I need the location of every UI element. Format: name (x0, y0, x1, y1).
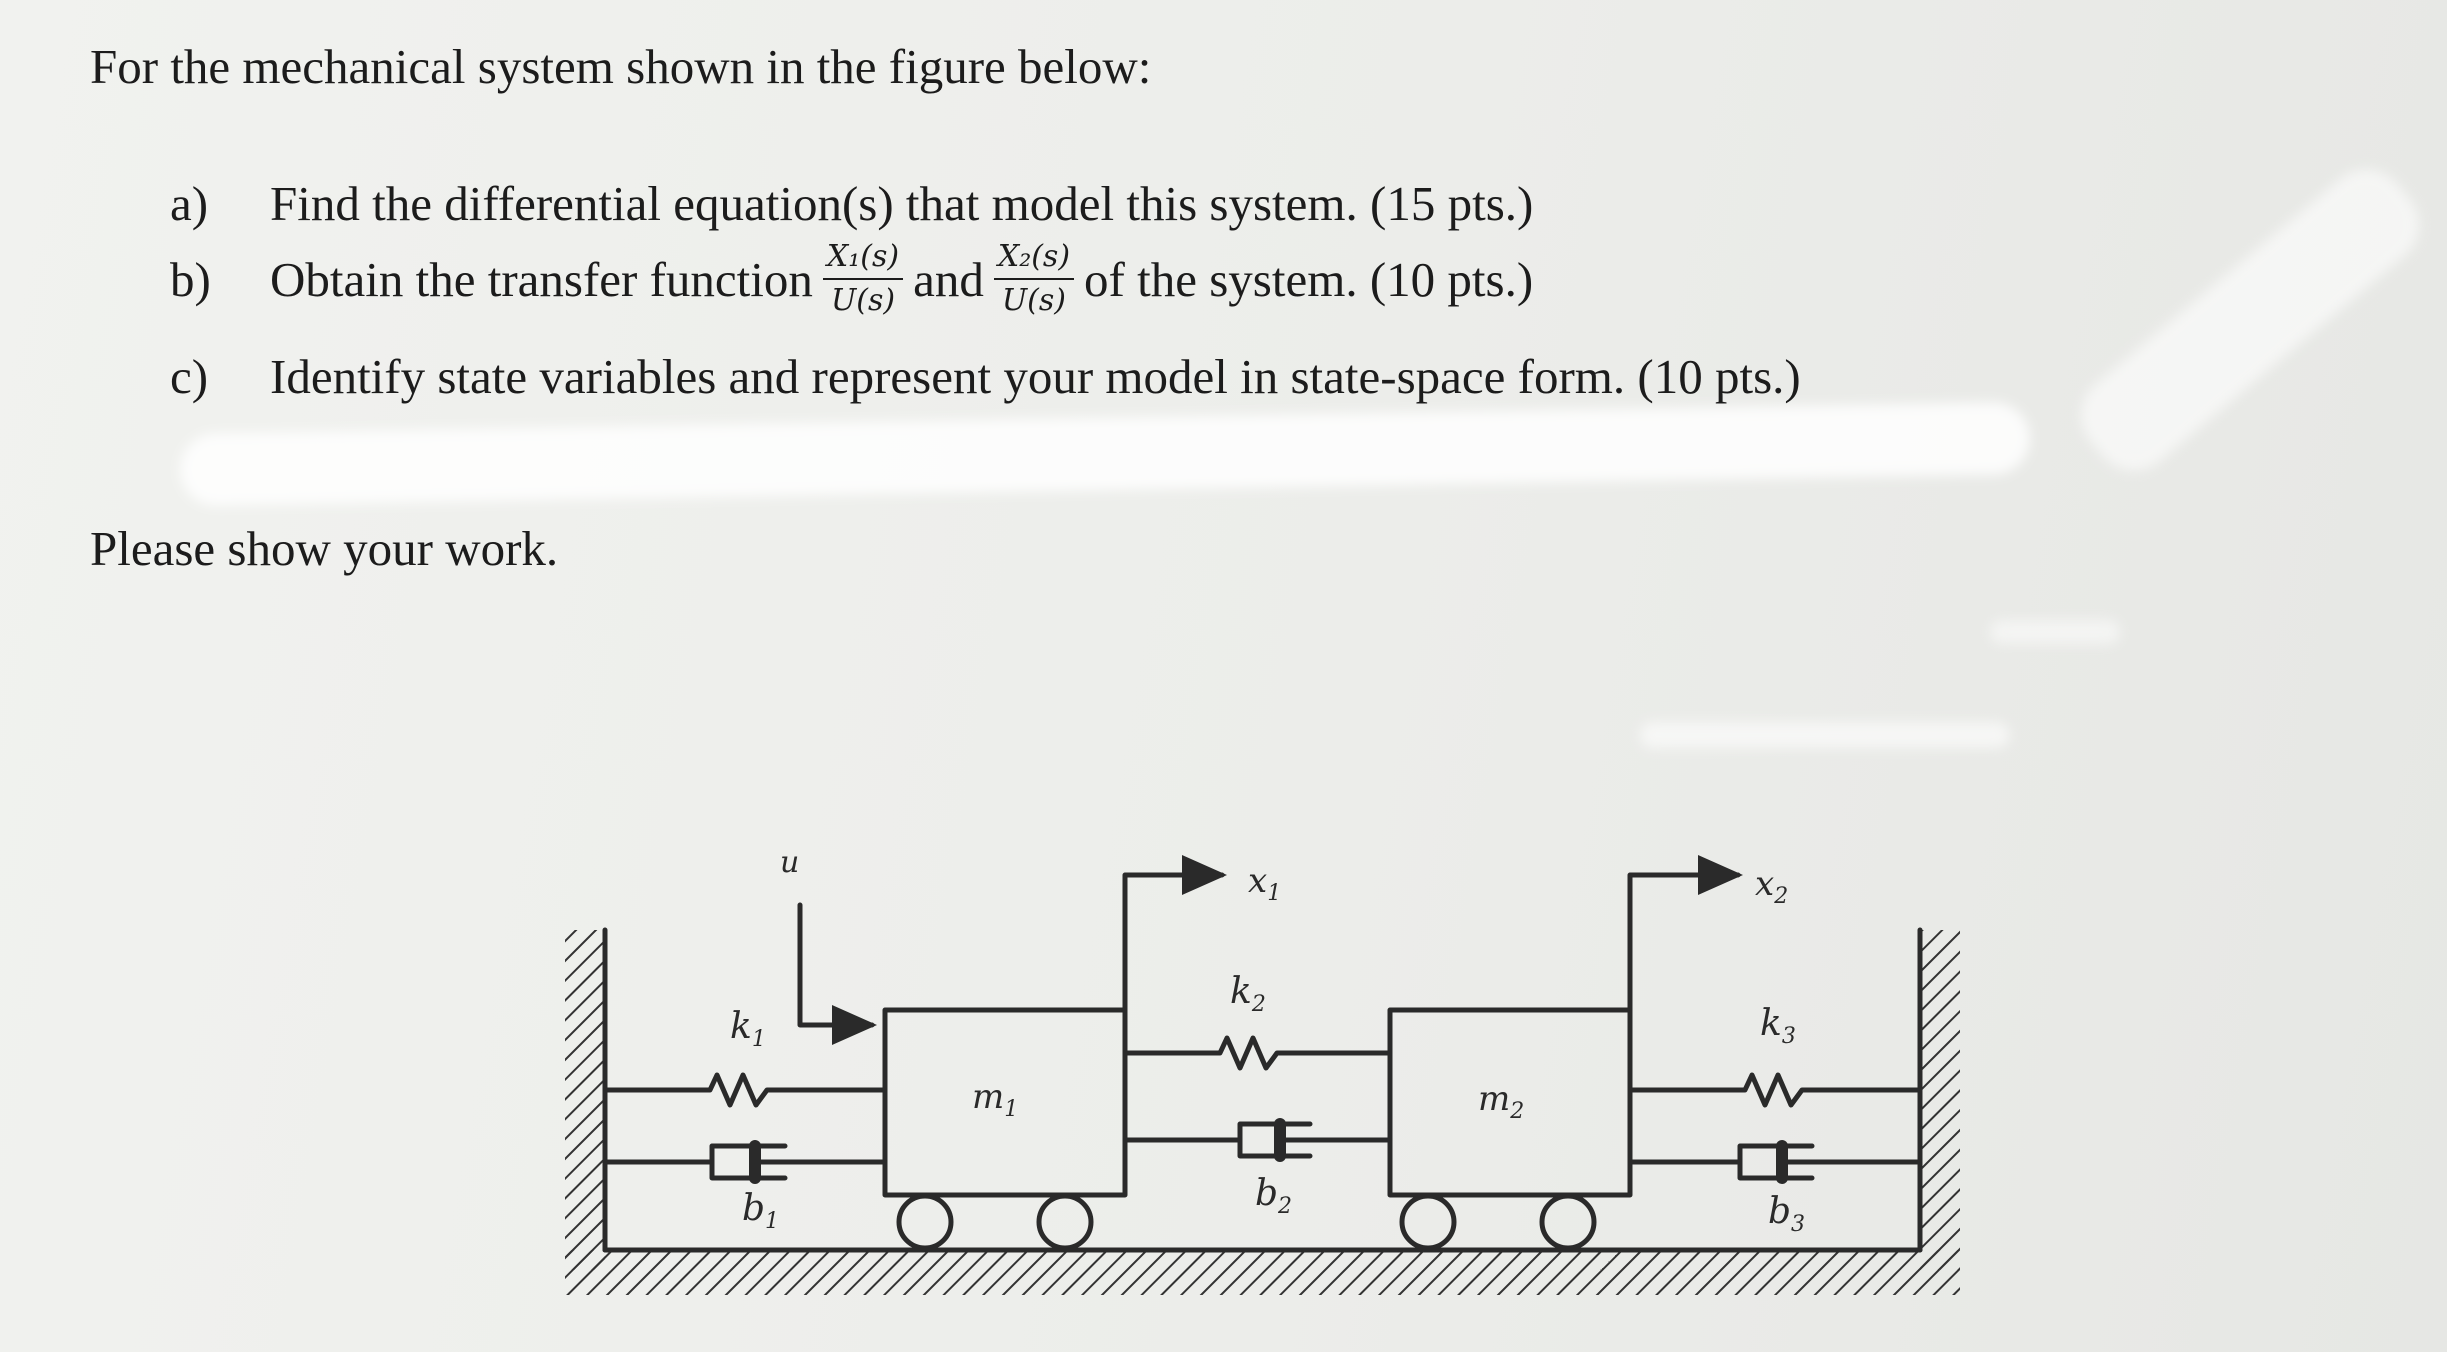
spring-k1-label: k1 (730, 1006, 766, 1052)
mass-2-label: m2 (1478, 1079, 1524, 1124)
displacement-x2-arrow (1627, 855, 1743, 1013)
input-force-arrow (797, 902, 877, 1045)
damper-b3-label: b3 (1768, 1191, 1805, 1237)
mass-2-wheel (1399, 1193, 1457, 1251)
question-text: of the system. (10 pts.) (1084, 251, 1534, 307)
question-c: c) Identify state variables and represen… (170, 348, 1801, 405)
problem-heading: For the mechanical system shown in the f… (90, 39, 1152, 94)
displacement-x1-arrow (1122, 855, 1227, 1013)
spring-k2-label: k2 (1230, 971, 1266, 1017)
mass-1-wheel (896, 1193, 954, 1251)
mass-2-block (1387, 1007, 1633, 1198)
damper-b2-label: b2 (1255, 1173, 1292, 1219)
fraction-numerator: X₁(s) (822, 242, 904, 280)
question-b: b) Obtain the transfer function X₁(s) U(… (170, 242, 1533, 316)
damper-b1-label: b1 (742, 1188, 779, 1234)
spring-k3 (1627, 1072, 1923, 1108)
closing-instruction: Please show your work. (90, 521, 559, 576)
question-text: and (913, 251, 984, 307)
question-label: a) (170, 176, 209, 231)
question-a: a) Find the differential equation(s) tha… (170, 175, 1533, 232)
spring-k2 (1122, 1035, 1393, 1071)
mass-1-wheel (1036, 1193, 1094, 1251)
fraction-denominator: U(s) (1001, 283, 1066, 318)
mass-1-label: m1 (972, 1077, 1018, 1122)
displacement-x2-label: x2 (1755, 864, 1788, 909)
damper-b3 (1627, 1140, 1923, 1184)
mass-2-wheel (1539, 1193, 1597, 1251)
fraction-numerator: X₂(s) (993, 242, 1075, 280)
spring-k3-label: k3 (1760, 1003, 1796, 1049)
mass-1-block (882, 1007, 1128, 1198)
damper-b1 (602, 1140, 888, 1184)
question-text: Find the differential equation(s) that m… (270, 176, 1534, 231)
question-label: b) (170, 251, 211, 307)
right-wall-hatching (1920, 930, 1960, 1270)
transfer-function-x2: X₂(s) U(s) (993, 242, 1075, 318)
question-text: Obtain the transfer function (270, 251, 813, 307)
input-u-label: u (780, 845, 799, 880)
question-label: c) (170, 349, 209, 404)
displacement-x1-label: x1 (1248, 861, 1281, 906)
ground-hatching (565, 1250, 1960, 1295)
spring-k1 (602, 1072, 888, 1108)
transfer-function-x1: X₁(s) U(s) (822, 242, 904, 318)
question-text: Identify state variables and represent y… (270, 349, 1801, 404)
damper-b2 (1122, 1118, 1393, 1162)
fraction-denominator: U(s) (830, 283, 896, 318)
left-wall-hatching (565, 930, 605, 1270)
